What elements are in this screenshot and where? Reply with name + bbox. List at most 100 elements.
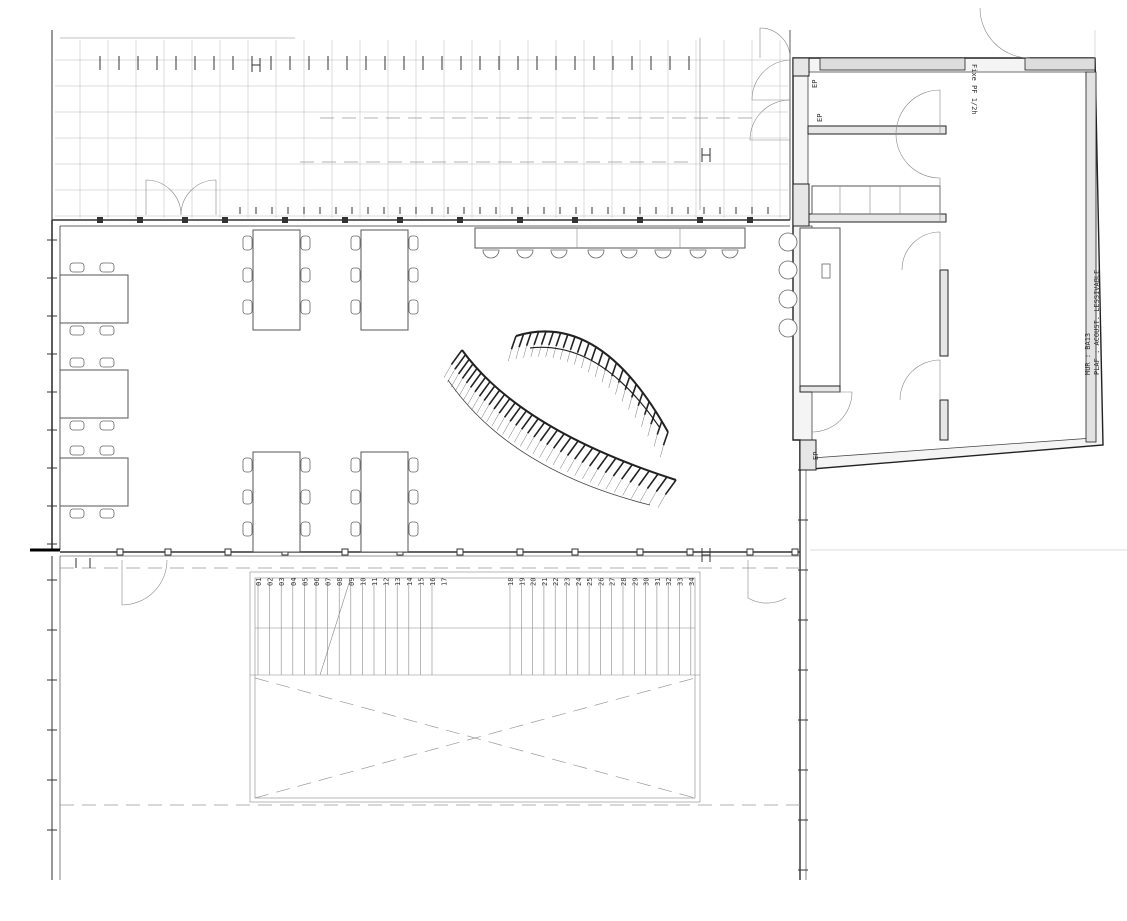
sculpture-rib — [548, 331, 555, 346]
step-number: 25 — [586, 578, 594, 586]
sculpture-rib — [604, 356, 611, 371]
service-counter — [778, 227, 841, 393]
step-number: 07 — [325, 578, 333, 586]
step-number: 33 — [677, 578, 685, 586]
terrace-door-right — [749, 59, 791, 141]
sculpture-rib — [569, 336, 576, 351]
wall-post — [791, 548, 799, 556]
chair — [69, 508, 85, 519]
sculpture-rib — [629, 467, 642, 483]
sculpture-rib — [474, 376, 487, 393]
sculpture-rib — [462, 387, 471, 401]
chair — [300, 457, 311, 473]
sculpture-rib — [538, 344, 542, 357]
sculpture-rib — [461, 363, 474, 379]
chair — [408, 299, 419, 315]
table-group — [242, 229, 311, 331]
step-number: 06 — [313, 578, 321, 586]
sculpture-rib — [641, 414, 645, 427]
sculpture-rib — [533, 331, 540, 346]
sculpture-rib — [624, 376, 631, 390]
sculpture-rib — [604, 457, 617, 474]
sculpture-ribs — [443, 331, 677, 508]
sculpture-rib — [614, 479, 622, 493]
step-number: 03 — [278, 578, 286, 586]
stool — [721, 249, 739, 259]
chair — [242, 489, 253, 505]
ep-label-bottom: EP — [812, 452, 820, 460]
fire-rating-label: Fixe PF 1/2h — [970, 64, 978, 115]
sculpture-rib — [447, 369, 456, 383]
table-group — [59, 445, 129, 519]
wall-post — [342, 217, 348, 223]
step-number: 01 — [255, 578, 263, 586]
stool — [654, 249, 672, 259]
sculpture-rib — [639, 488, 648, 502]
sculpture-rib — [589, 450, 601, 467]
sculpture-rib — [567, 458, 575, 473]
hatched-wall-top — [819, 57, 1097, 443]
sculpture-rib — [655, 476, 668, 493]
wall-post — [456, 548, 464, 556]
wall-post — [182, 217, 188, 223]
table — [360, 451, 409, 553]
sculpture-rib — [653, 434, 658, 447]
sculpture-rib — [493, 393, 506, 410]
terrace-double-door — [145, 179, 217, 216]
sculpture-rib — [545, 448, 554, 462]
step-number: 24 — [575, 578, 583, 586]
chair — [350, 267, 361, 283]
table-group — [59, 357, 129, 431]
chair — [99, 262, 115, 273]
wall-post — [341, 548, 349, 556]
step-number: 17 — [441, 578, 449, 586]
wall-post-ticks — [47, 217, 808, 871]
sculpture-rib — [552, 451, 561, 466]
sculpture-rib — [476, 400, 485, 414]
step-number: 20 — [530, 578, 538, 586]
sculpture-rib — [581, 447, 594, 464]
sculpture-rib — [481, 404, 490, 419]
sculpture-rib — [486, 408, 495, 423]
terrace-dashes — [300, 117, 760, 163]
chair — [69, 325, 85, 336]
step-number: 14 — [406, 578, 414, 586]
terrace-railing-ticks — [99, 56, 769, 214]
sculpture-rib — [615, 382, 619, 395]
chair — [242, 235, 253, 251]
sculpture-rib — [508, 425, 517, 439]
sculpture-rib — [582, 465, 590, 480]
step-number: 09 — [348, 578, 356, 586]
sculpture-rib — [498, 398, 511, 414]
sculpture-rib — [443, 364, 452, 378]
step-number: 13 — [394, 578, 402, 586]
sculpture-rib — [583, 342, 590, 357]
sculpture-rib — [648, 491, 657, 505]
table-group — [350, 229, 419, 331]
sculpture-rib — [457, 358, 470, 375]
chair — [408, 457, 419, 473]
wall-post — [224, 548, 232, 556]
table — [59, 457, 129, 507]
sculpture-rib — [628, 397, 632, 410]
sculpture-rib — [631, 485, 639, 499]
step-number: 22 — [552, 578, 560, 586]
wall-post — [637, 217, 643, 223]
sculpture-rib — [622, 482, 631, 496]
service-block: Fixe PF 1/2h EP EP EP MUR : BA13 PLAF : … — [759, 7, 1104, 471]
step-number: 16 — [429, 578, 437, 586]
sculpture-rib — [515, 347, 520, 360]
sculpture-rib — [562, 334, 569, 348]
sculpture-rib — [540, 331, 547, 345]
stool — [550, 249, 568, 259]
stool — [587, 249, 605, 259]
sculpture-rib — [514, 429, 522, 443]
sculpture-rib — [458, 382, 467, 397]
sculpture-rib — [647, 424, 652, 437]
chair — [408, 235, 419, 251]
chair — [350, 489, 361, 505]
sculpture-rib — [574, 462, 583, 476]
sculpture-rib — [469, 372, 482, 388]
wall-post — [636, 548, 644, 556]
sculpture-rib — [454, 378, 463, 392]
